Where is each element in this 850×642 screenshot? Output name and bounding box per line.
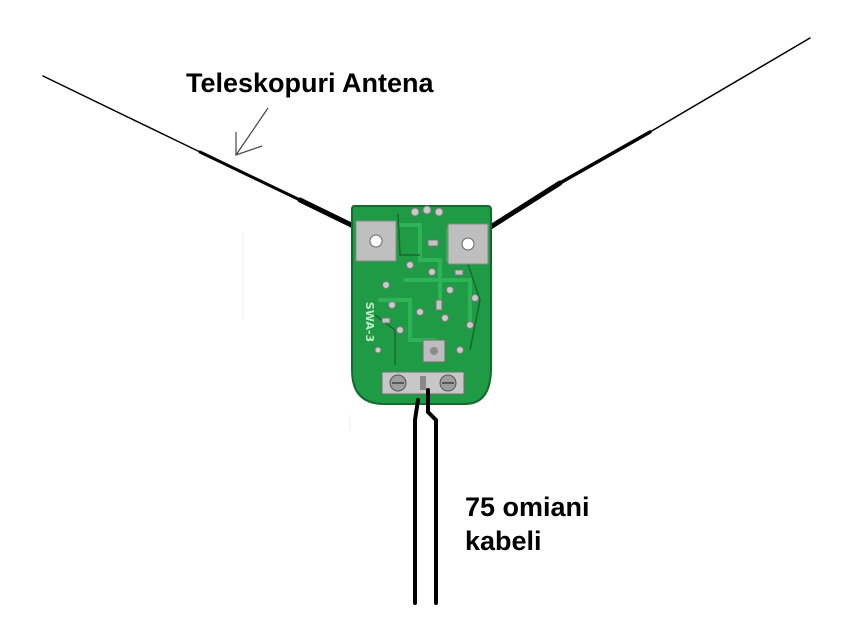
coax-cable [413,388,438,605]
cable-label-line-2: kabeli [465,526,542,556]
amplifier-board: SWA-3 [351,205,492,405]
cable-label-line-1: 75 omiani [465,492,590,522]
background-card [242,233,351,430]
right-antenna-rod [475,37,811,238]
left-antenna-rod [42,75,381,241]
telescopic-antenna-label: Teleskopuri Antena [186,68,434,98]
cable-label: 75 omiani kabeli [465,490,590,558]
pointer-arrow [235,107,269,156]
board-model-marking: SWA-3 [363,302,376,342]
